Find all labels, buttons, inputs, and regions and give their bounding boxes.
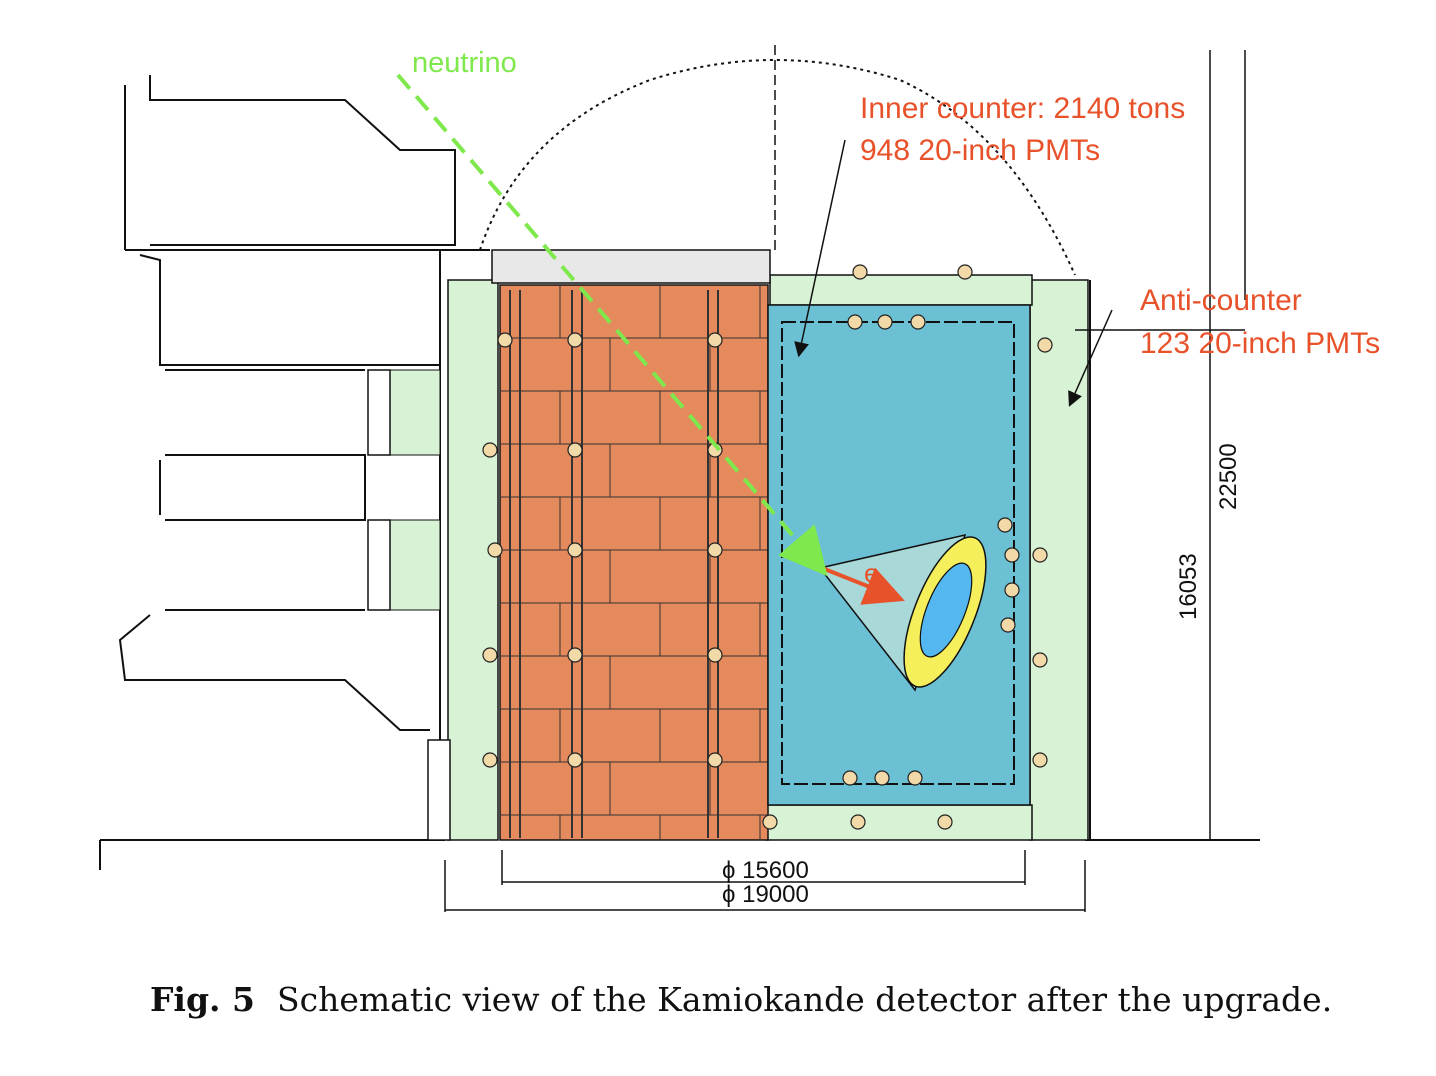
pmt-icon (1037, 337, 1053, 353)
pmt-icon (997, 517, 1013, 533)
pmt-icon (910, 314, 926, 330)
pmt-icon (482, 752, 498, 768)
cherenkov-cone (818, 533, 987, 692)
electron-arrow (821, 566, 905, 605)
pmt-icon (567, 542, 583, 558)
pmt-icon (1032, 752, 1048, 768)
pmt-icon (1032, 547, 1048, 563)
pmt-icon (567, 442, 583, 458)
dimension-lines (444, 50, 1246, 912)
pmt-icon (874, 770, 890, 786)
pmt-icon (877, 314, 893, 330)
pmt-icon (707, 752, 723, 768)
pmt-icon (567, 752, 583, 768)
pmt-icon (487, 542, 503, 558)
pmt-icon (847, 314, 863, 330)
pmt-markers (482, 264, 1053, 830)
pmt-icon (850, 814, 866, 830)
brick-lines (500, 285, 768, 840)
dim-diam-inner: ϕ 15600 (722, 857, 809, 884)
caption-text: Schematic view of the Kamiokande detecto… (276, 980, 1333, 1019)
anti-counter-left (447, 279, 499, 841)
pmt-icon (852, 264, 868, 280)
anti-pointer (1068, 309, 1113, 407)
pmt-icon (707, 647, 723, 663)
neutrino-label: neutrino (412, 47, 517, 79)
cherenkov-ring-inner (919, 562, 973, 658)
pmt-icon (482, 647, 498, 663)
inner-pmt-label: 948 20-inch PMTs (860, 134, 1100, 167)
pmt-icon (907, 770, 923, 786)
pmt-icon (707, 542, 723, 558)
hatch-2 (367, 519, 391, 611)
detector-diagram: neutrino Inner counter: 2140 tons 948 20… (99, 45, 1380, 912)
inner-pointer (794, 139, 846, 358)
pmt-icon (1000, 617, 1016, 633)
pmt-icon (762, 814, 778, 830)
neutrino-path (396, 73, 828, 577)
pmt-icon (1004, 547, 1020, 563)
dim-diam-outer: ϕ 19000 (722, 881, 809, 908)
pmt-icon (707, 332, 723, 348)
pmt-icon (842, 770, 858, 786)
tunnel-green-1 (389, 369, 441, 456)
pmt-icon (482, 442, 498, 458)
dim-height-total: 22500 (1215, 443, 1242, 510)
top-structure (491, 249, 771, 284)
anti-counter-label: Anti-counter (1140, 284, 1302, 317)
electron-label: e (864, 558, 878, 588)
dim-height-inner: 16053 (1175, 553, 1202, 620)
anti-counter-top (769, 274, 1033, 306)
figure-number: Fig. 5 (150, 980, 255, 1019)
pmt-icon (567, 647, 583, 663)
pmt-icon (1004, 582, 1020, 598)
figure-caption: Fig. 5 Schematic view of the Kamiokande d… (150, 980, 1420, 1019)
hatch-1 (367, 369, 391, 456)
pmt-icon (957, 264, 973, 280)
tunnel-green-2 (389, 519, 441, 611)
anti-counter-bottom (765, 804, 1033, 841)
pmt-icon (567, 332, 583, 348)
pmt-icon (497, 332, 513, 348)
inner-counter-label: Inner counter: 2140 tons (860, 92, 1185, 125)
hatch-3 (427, 739, 451, 841)
brick-wall (499, 284, 769, 841)
pmt-icon (1032, 652, 1048, 668)
anti-pmt-label: 123 20-inch PMTs (1140, 327, 1380, 360)
pmt-icon (937, 814, 953, 830)
cavern-dome (479, 45, 1076, 276)
